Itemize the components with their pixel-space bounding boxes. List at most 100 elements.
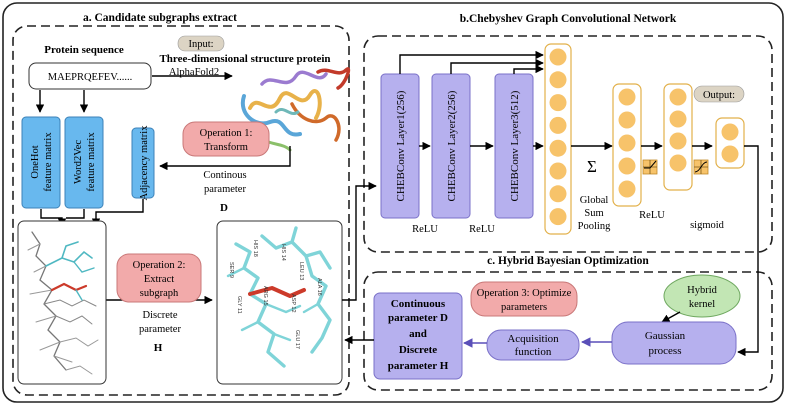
skip-layer1-to-pool: [399, 50, 544, 74]
relu-activation-icon: [642, 159, 658, 175]
subgraph-panel: [216, 220, 343, 385]
arrow-adjacency-to-graph: [91, 199, 144, 227]
arrow-word2vec-join: [66, 209, 85, 219]
neuron-node: [618, 157, 636, 175]
sequence-box: [28, 62, 152, 90]
continous-param-line1: Continous: [203, 170, 246, 181]
sigmoid-label: sigmoid: [690, 220, 725, 231]
continous-param-line2: parameter: [204, 184, 246, 195]
discrete-param-line2: parameter: [139, 324, 181, 335]
arrow-output-to-gaussian: [737, 145, 759, 357]
residue-label: GLY 11: [236, 296, 242, 314]
operation-2-line1: Operation 2:: [133, 260, 186, 271]
protein-structure-icon: [240, 67, 351, 152]
result-line3: and: [409, 328, 427, 340]
sequence-value: MAEPRQEFEV......: [48, 72, 132, 83]
neuron-node: [618, 180, 636, 198]
relu-label-2: ReLU: [469, 224, 495, 235]
operation-1-box: [182, 121, 270, 157]
neuron-node: [549, 139, 567, 157]
neuron-node: [618, 111, 636, 129]
onehot-feature-matrix-box: [21, 116, 61, 209]
residue-label: ARG 15: [262, 286, 268, 306]
section-b-frame: [363, 35, 773, 253]
neuron-node: [721, 145, 739, 163]
section-a-frame: [12, 25, 350, 396]
operation-3-line2: parameters: [501, 302, 547, 313]
residue-label: ASP 12: [290, 294, 296, 313]
adjacency-matrix-box: [131, 127, 155, 199]
operation-2-box: [116, 253, 202, 303]
hybrid-kernel-node: [663, 274, 741, 318]
dense2-nodes: [669, 88, 687, 172]
neuron-node: [549, 162, 567, 180]
structure-label-line1: Three-dimensional structure protein: [159, 53, 330, 65]
relu-label-3: ReLU: [639, 210, 665, 221]
section-a-title: a. Candidate subgraphs extract: [83, 12, 237, 24]
result-line5: parameter H: [388, 360, 449, 372]
operation-3-line1: Operation 3: Optimize: [477, 288, 572, 299]
neuron-node: [549, 185, 567, 203]
arrow-structure-to-adjacency: [159, 146, 291, 171]
neuron-node: [549, 208, 567, 226]
gaussian-line1: Gaussian: [645, 330, 686, 342]
neuron-node: [669, 110, 687, 128]
residue-label: SER 9: [228, 262, 234, 278]
neuron-node: [721, 123, 739, 141]
discrete-param-symbol: H: [154, 342, 163, 354]
pool-label-line3: Pooling: [578, 221, 611, 232]
section-c-frame: [363, 271, 773, 391]
neuron-node: [618, 134, 636, 152]
section-b-title: b.Chebyshev Graph Convolutional Network: [460, 13, 677, 25]
continous-param-symbol: D: [220, 202, 228, 214]
output-tag-label: Output:: [703, 90, 735, 101]
neuron-node: [669, 154, 687, 172]
onehot-label-line2: feature matrix: [43, 132, 54, 192]
residue-label: HIS 14: [280, 244, 286, 261]
skip-layer2-to-pool: [450, 58, 544, 74]
section-c-title: c. Hybrid Bayesian Optimization: [487, 255, 649, 267]
operation-1-line2: Transform: [204, 142, 248, 153]
arrow-kernel-to-gaussian: [661, 311, 681, 323]
skip-layer3-to-pool: [513, 64, 544, 74]
gaussian-line2: process: [649, 345, 682, 357]
discrete-param-line1: Discrete: [143, 310, 178, 321]
operation-1-line1: Operation 1:: [200, 128, 253, 139]
acquisition-function-node: [486, 329, 580, 361]
result-line2: parameter D: [388, 312, 448, 324]
neuron-node: [549, 71, 567, 89]
neuron-node: [669, 88, 687, 106]
result-line4: Discrete: [399, 344, 437, 356]
full-graph-image: [27, 231, 99, 375]
sigma-symbol: Σ: [587, 157, 597, 176]
relu-label-1: ReLU: [412, 224, 438, 235]
adjacency-label: Adjacency matrix: [139, 125, 150, 201]
pool-label-line1: Global: [580, 195, 609, 206]
input-tag-label: Input:: [188, 39, 213, 50]
structure-label-line2: AlphaFold2: [169, 67, 219, 78]
gaussian-process-node: [611, 321, 737, 365]
residue-label: HIS 18: [252, 240, 258, 257]
subgraph-image: [226, 226, 332, 368]
neuron-node: [669, 132, 687, 150]
result-parameters-node: [373, 292, 463, 380]
operation-2-line2: Extract: [144, 274, 174, 285]
chebconv-layer3-label: CHEBConv Layer3(512): [509, 90, 521, 201]
word2vec-label-line1: Word2Vec: [73, 140, 84, 184]
concat-feature-column: [544, 43, 572, 235]
sigmoid-activation-icon: [693, 159, 709, 175]
word2vec-label-line2: feature matrix: [86, 132, 97, 192]
arrow-subgraph-to-gcn: [342, 181, 377, 301]
dense1-nodes: [618, 88, 636, 198]
neuron-node: [549, 48, 567, 66]
operation-3-box: [470, 281, 578, 317]
acquisition-line2: function: [515, 346, 552, 358]
full-graph-panel: [17, 220, 107, 385]
chebconv-layer2-label: CHEBConv Layer2(256): [446, 90, 458, 201]
output-tag: [693, 85, 745, 103]
output-nodes: [721, 123, 739, 163]
hybrid-kernel-line2: kernel: [689, 299, 715, 310]
operation-2-line3: subgraph: [140, 288, 179, 299]
result-line1: Continuous: [391, 298, 446, 310]
